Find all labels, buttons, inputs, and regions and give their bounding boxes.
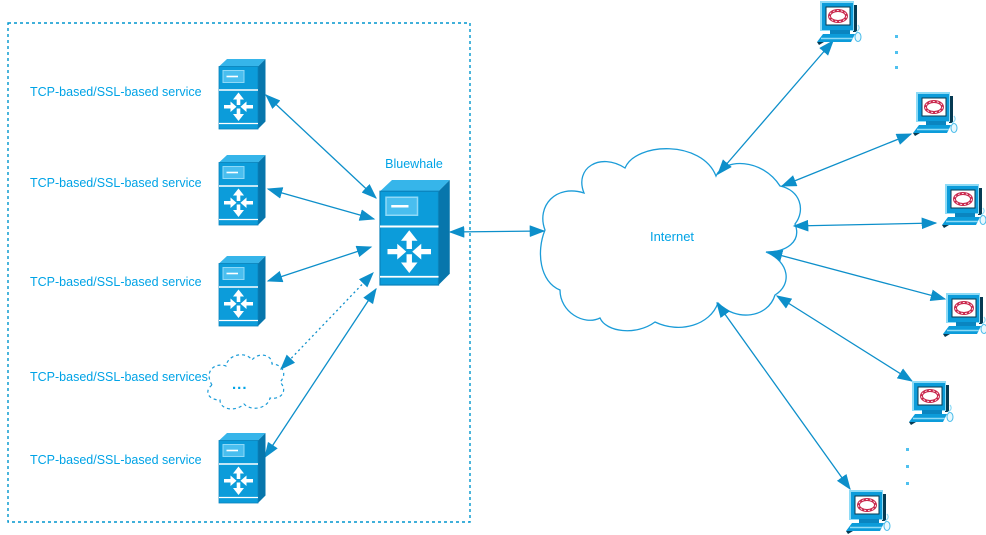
service-label-4: TCP-based/SSL-based services [30, 370, 208, 384]
link-internet-client4 [766, 250, 947, 301]
service-label-3: TCP-based/SSL-based service [30, 275, 202, 289]
client-pc-icon-1 [816, 1, 862, 45]
service-label-1: TCP-based/SSL-based service [30, 85, 202, 99]
gateway-label: Bluewhale [385, 157, 443, 171]
link-internet-client3 [792, 217, 938, 232]
service-label-5: TCP-based/SSL-based service [30, 453, 202, 467]
server-icon-5 [218, 432, 267, 504]
client-pc-icon-3 [941, 184, 986, 228]
link-server2-gateway [266, 187, 376, 221]
server-icon-1 [218, 58, 267, 130]
link-server3-gateway [266, 245, 373, 283]
link-gateway-internet [448, 225, 546, 238]
client-pc-icon-4 [942, 293, 986, 337]
link-internet-client1 [717, 40, 834, 175]
more-clients-dots-bottom [906, 448, 909, 485]
connections [264, 40, 947, 491]
internet-label: Internet [650, 229, 694, 244]
service-label-2: TCP-based/SSL-based service [30, 176, 202, 190]
client-pc-icon-2 [912, 92, 958, 136]
internet-cloud [539, 148, 802, 332]
server-icon-2 [218, 154, 267, 226]
link-internet-client5 [775, 295, 914, 382]
link-server5-gateway [264, 287, 377, 459]
link-internet-client6 [716, 301, 851, 491]
service-zone-border [7, 22, 471, 523]
server-icon-3 [218, 255, 267, 327]
link-internet-client2 [780, 133, 913, 187]
more-clients-dots-top [895, 35, 898, 69]
client-pc-icon-6 [845, 490, 891, 534]
bluewhale-gateway-icon [378, 178, 451, 287]
link-morecloud-gateway-dotted [280, 272, 374, 370]
client-pc-icon-5 [908, 381, 954, 425]
more-services-ellipsis: ... [232, 376, 248, 393]
link-server1-gateway [265, 94, 377, 199]
